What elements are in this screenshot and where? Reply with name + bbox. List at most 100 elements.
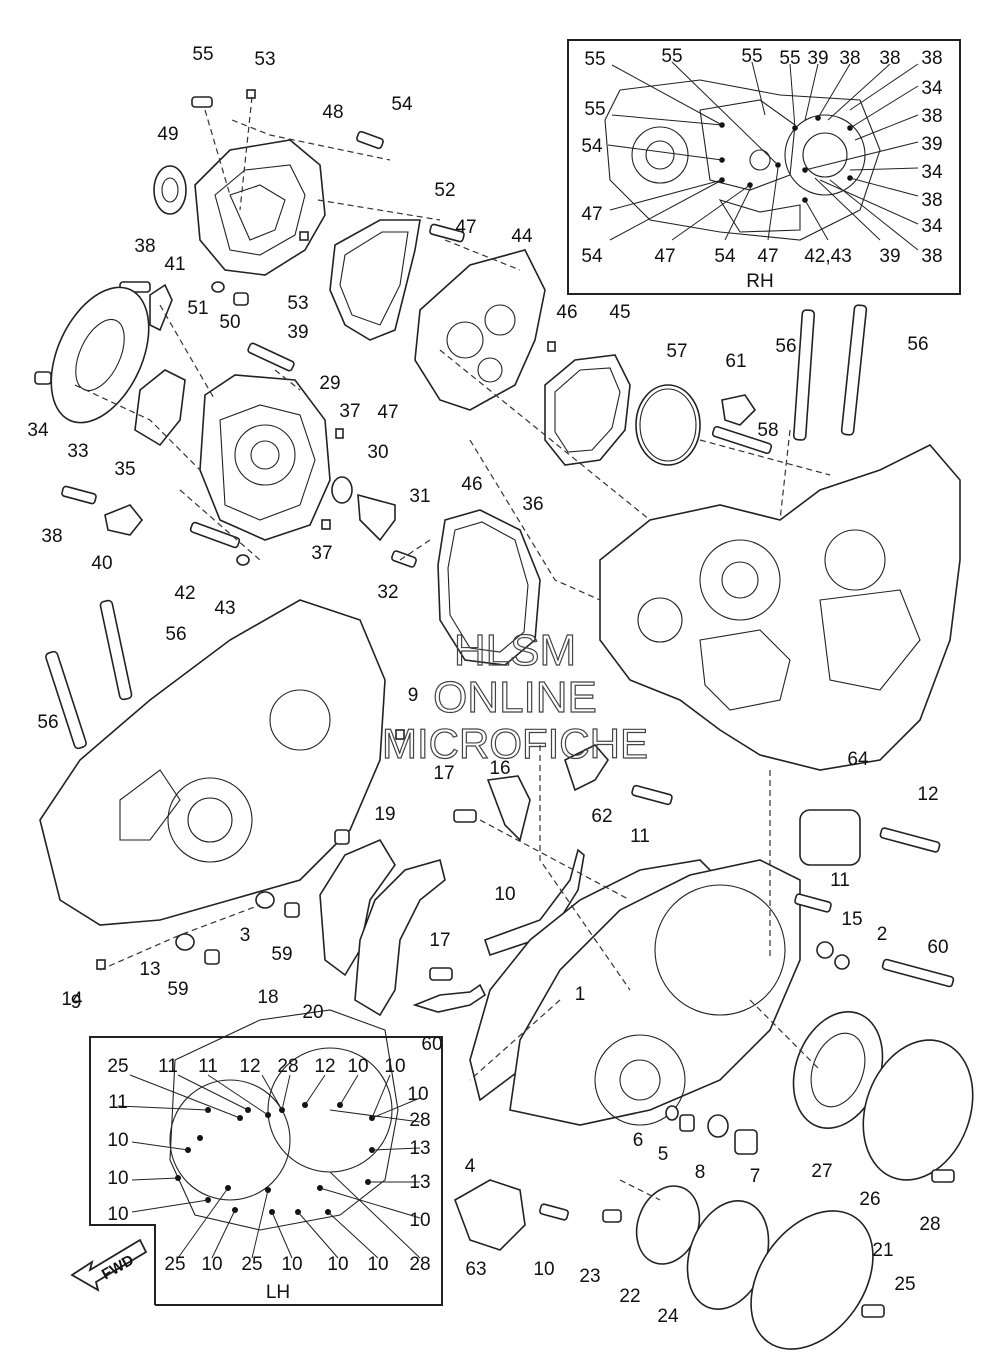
fwd-arrow-icon: FWD — [70, 1238, 148, 1292]
part-callout: 25 — [894, 1274, 915, 1295]
part-callout: 46 — [556, 302, 577, 323]
part-callout: 11 — [630, 826, 650, 847]
part-callout: 37 — [339, 401, 360, 422]
part-callout: 56 — [775, 336, 796, 357]
part-callout: 9 — [408, 685, 419, 706]
rh-callout: 55 — [741, 46, 762, 67]
rotor-33 — [34, 286, 150, 424]
part-callout: 55 — [192, 44, 213, 65]
lh-callout: 10 — [107, 1204, 128, 1225]
lh-callout: 11 — [158, 1056, 178, 1077]
inset-rh-caption: RH — [746, 271, 773, 292]
lh-callout: 11 — [198, 1056, 218, 1077]
rh-callout: 39 — [807, 48, 828, 69]
part-callout: 27 — [811, 1161, 832, 1182]
part-callout: 62 — [591, 806, 612, 827]
part-callout: 47 — [455, 217, 476, 238]
lh-callout: 10 — [384, 1056, 405, 1077]
part-callout: 45 — [609, 302, 630, 323]
rh-callout: 38 — [921, 190, 942, 211]
cover-44 — [414, 223, 556, 411]
lh-callout: 12 — [314, 1056, 335, 1077]
part-callout: 14 — [61, 989, 83, 1010]
part-callout: 49 — [157, 124, 178, 145]
rh-callout: 55 — [661, 46, 682, 67]
part-callout: 15 — [841, 909, 862, 930]
part-callout: 46 — [461, 474, 482, 495]
part-callout: 18 — [257, 987, 278, 1008]
rh-callout: 38 — [921, 106, 942, 127]
part-callout: 8 — [695, 1162, 706, 1183]
rh-callout: 39 — [879, 246, 900, 267]
lh-callout: 28 — [409, 1110, 430, 1131]
lh-callout: 25 — [164, 1254, 185, 1275]
inset-rh — [567, 39, 961, 295]
part-callout: 38 — [134, 236, 155, 257]
part-callout: 31 — [409, 486, 430, 507]
lh-callout: 10 — [201, 1254, 222, 1275]
part-callout: 10 — [494, 884, 515, 905]
connector-lines — [74, 96, 831, 1201]
part-callout: 16 — [489, 758, 510, 779]
bracket-61 — [711, 394, 773, 455]
inset-lh — [89, 1009, 443, 1306]
watermark: HLSM ONLINE MICROFICHE — [381, 625, 648, 767]
rh-callout: 55 — [779, 48, 800, 69]
rh-callout: 38 — [921, 48, 942, 69]
lh-callout: 10 — [347, 1056, 368, 1077]
part-callout: 10 — [533, 1259, 554, 1280]
part-callout: 63 — [465, 1259, 486, 1280]
part-callout: 3 — [240, 925, 251, 946]
part-callout: 4 — [465, 1156, 476, 1177]
part-callout: 59 — [167, 979, 188, 1000]
part-callout: 17 — [429, 930, 450, 951]
cover-48-group — [119, 89, 384, 332]
lh-callout: 25 — [107, 1056, 128, 1077]
rh-callout: 55 — [584, 49, 605, 70]
lh-callout: 25 — [241, 1254, 262, 1275]
rh-callout: 38 — [839, 48, 860, 69]
part-callout: 35 — [114, 459, 135, 480]
part-callout: 39 — [287, 322, 308, 343]
part-callout: 59 — [271, 944, 292, 965]
watermark-line-3: MICROFICHE — [382, 720, 648, 767]
lh-callout: 28 — [277, 1056, 298, 1077]
plugs-5-8 — [665, 1105, 758, 1155]
part-callout: 53 — [287, 293, 308, 314]
part-callout: 47 — [377, 402, 398, 423]
studs-56-rh — [792, 304, 868, 441]
clutch-20 — [354, 859, 446, 1017]
part-callout: 32 — [377, 582, 398, 603]
part-callout: 60 — [421, 1034, 442, 1055]
part-callout: 50 — [219, 312, 240, 333]
cover-21 — [750, 1210, 885, 1350]
part-callout: 11 — [830, 870, 850, 891]
part-callout: 36 — [522, 494, 543, 515]
part-callout: 5 — [658, 1144, 669, 1165]
part-callout: 7 — [750, 1166, 761, 1187]
part-callout: 29 — [319, 373, 340, 394]
part-callout: 1 — [575, 984, 586, 1005]
watermark-line-2: ONLINE — [433, 673, 597, 722]
rh-callout: 39 — [921, 134, 942, 155]
rh-callout: 47 — [654, 246, 675, 267]
part-callout: 17 — [433, 763, 454, 784]
lh-callout: 10 — [409, 1210, 430, 1231]
lh-callout: 28 — [409, 1254, 430, 1275]
part-callout: 56 — [165, 624, 186, 645]
lh-callout: 10 — [407, 1084, 428, 1105]
part-callout: 40 — [91, 553, 112, 574]
lh-callout: 13 — [409, 1172, 430, 1193]
lh-callout: 12 — [239, 1056, 260, 1077]
part-callout: 2 — [877, 924, 888, 945]
inset-lh-caption: LH — [266, 1282, 290, 1303]
part-callout: 6 — [633, 1130, 644, 1151]
lh-callout: 10 — [107, 1168, 128, 1189]
part-callout: 64 — [847, 749, 869, 770]
part-callout: 54 — [391, 94, 413, 115]
part-callout: 60 — [927, 937, 948, 958]
plate-35 — [134, 369, 186, 447]
rh-callout: 38 — [879, 48, 900, 69]
